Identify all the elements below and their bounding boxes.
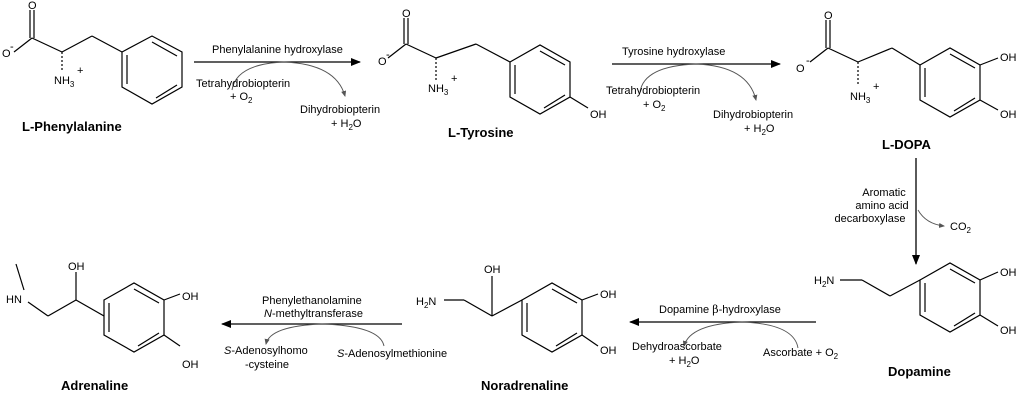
label-noradrenaline: Noradrenaline [481, 378, 568, 393]
svg-text:HN: HN [6, 294, 22, 306]
step5-reaction: Phenylethanolamine N-methyltransferase S… [221, 295, 447, 371]
svg-text:OH: OH [484, 264, 501, 276]
svg-text:NH3: NH3 [428, 83, 449, 97]
molecule-adrenaline: OH HN OH OH Adrenaline [6, 261, 199, 393]
enzyme-pnmt-1: Phenylethanolamine [262, 295, 362, 307]
atom-oxygen: O [28, 0, 37, 12]
product-dehydroascorbate: Dehydroascorbate [632, 341, 722, 353]
svg-text:NH3: NH3 [850, 91, 871, 105]
svg-text:O: O [378, 56, 387, 68]
svg-text:OH: OH [600, 345, 617, 357]
molecule-tyrosine: O O - NH3 + OH L-Tyrosine [378, 8, 607, 140]
enzyme-aromatic-decarboxylase-1: Aromatic [862, 187, 906, 199]
enzyme-phenylalanine-hydroxylase: Phenylalanine hydroxylase [212, 44, 343, 56]
step3-reaction: Aromatic amino acid decarboxylase CO2 [835, 158, 972, 265]
svg-text:OH: OH [1000, 267, 1017, 279]
label-adrenaline: Adrenaline [61, 378, 128, 393]
svg-text:O: O [796, 63, 805, 75]
svg-text:O: O [402, 8, 411, 20]
product-sah-1: S-Adenosylhomo [224, 345, 308, 357]
svg-text:+ H2O: + H2O [669, 355, 700, 369]
atom-oxygen-anion: O [2, 48, 11, 60]
cofactor-tetrahydrobiopterin: Tetrahydrobiopterin [196, 78, 290, 90]
svg-text:decarboxylase: decarboxylase [835, 213, 906, 225]
molecule-l-dopa: O O - NH3 + OH OH L-DOPA [796, 10, 1017, 152]
svg-text:-: - [806, 55, 810, 67]
label-phenylalanine: L-Phenylalanine [22, 119, 122, 134]
molecule-phenylalanine: O O - NH3 + L-Phenylalanine [2, 0, 183, 134]
svg-text:OH: OH [182, 359, 199, 371]
svg-text:OH: OH [1000, 52, 1017, 64]
label-tyrosine: L-Tyrosine [448, 125, 514, 140]
step1-reaction: Phenylalanine hydroxylase Tetrahydrobiop… [194, 44, 380, 132]
molecule-noradrenaline: OH H2N OH OH Noradrenaline [416, 264, 617, 393]
cofactor-ascorbate: Ascorbate + O2 [763, 347, 839, 361]
step4-reaction: Dopamine β-hydroxylase Ascorbate + O2 De… [629, 303, 839, 369]
svg-text:OH: OH [600, 289, 617, 301]
svg-text:+: + [77, 65, 83, 77]
svg-text:OH: OH [182, 291, 199, 303]
svg-text:+: + [451, 73, 457, 85]
product-co2: CO2 [950, 221, 972, 235]
svg-text:+: + [873, 81, 879, 93]
svg-text:H2N: H2N [416, 296, 436, 310]
svg-text:-: - [10, 41, 14, 53]
svg-text:O: O [824, 10, 833, 22]
svg-text:amino acid: amino acid [855, 200, 908, 212]
svg-text:OH: OH [1000, 325, 1017, 337]
product-dihydrobiopterin-2: Dihydrobiopterin [713, 109, 793, 121]
svg-text:+ O2: + O2 [643, 99, 666, 113]
cofactor-sam: S-Adenosylmethionine [337, 348, 447, 360]
svg-text:OH: OH [1000, 109, 1017, 121]
enzyme-tyrosine-hydroxylase: Tyrosine hydroxylase [622, 46, 725, 58]
enzyme-dopamine-beta-hydroxylase: Dopamine β-hydroxylase [659, 303, 781, 316]
svg-text:+ H2O: + H2O [744, 123, 775, 137]
svg-text:H2N: H2N [814, 275, 834, 289]
product-sah-2: -cysteine [245, 359, 289, 371]
svg-text:-: - [386, 49, 390, 61]
molecule-dopamine: H2N OH OH Dopamine [814, 262, 1017, 379]
label-l-dopa: L-DOPA [882, 137, 931, 152]
enzyme-pnmt-2: N-methyltransferase [264, 308, 363, 320]
cofactor-tetrahydrobiopterin-2: Tetrahydrobiopterin [606, 85, 700, 97]
step2-reaction: Tyrosine hydroxylase Tetrahydrobiopterin… [606, 46, 793, 137]
label-dopamine: Dopamine [888, 364, 951, 379]
ammonium-group: NH3 [54, 75, 75, 89]
svg-text:OH: OH [590, 109, 607, 121]
svg-text:+ O2: + O2 [230, 91, 253, 105]
svg-text:OH: OH [68, 261, 85, 273]
svg-text:+ H2O: + H2O [331, 118, 362, 132]
product-dihydrobiopterin: Dihydrobiopterin [300, 104, 380, 116]
